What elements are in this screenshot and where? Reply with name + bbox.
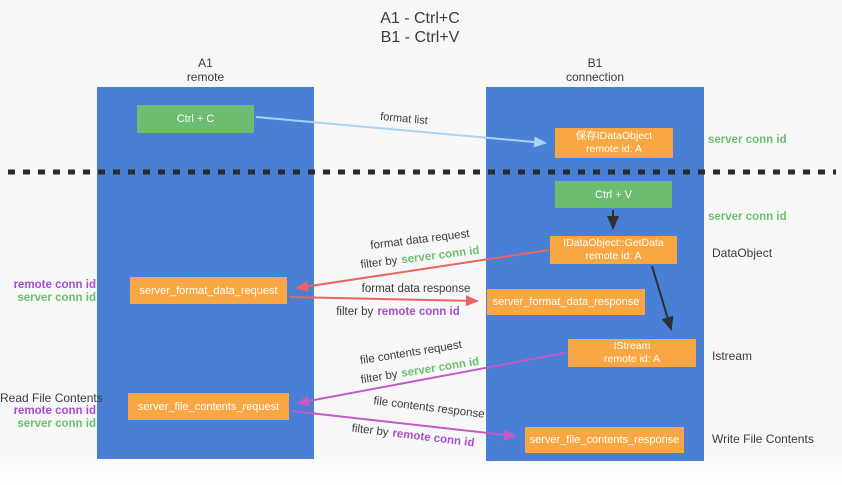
- server-file-contents-request-node: server_file_contents_request: [128, 393, 289, 420]
- server-conn-id-left-format: server conn id: [17, 292, 96, 304]
- title-line-2: B1 - Ctrl+V: [380, 29, 460, 46]
- server-file-contents-request-label: server_file_contents_request: [137, 400, 280, 413]
- lane-header-b1: B1 connection: [486, 56, 704, 84]
- format-data-response-arrow: [288, 295, 479, 307]
- filter-by-text: filter by: [359, 254, 399, 272]
- server-conn-id-right-mid: server conn id: [708, 211, 787, 223]
- save-dataobject-line2: remote id: A: [585, 143, 643, 155]
- save-dataobject-node: 保存IDataObject remote id: A: [555, 128, 673, 158]
- format-list-arrow-label: format list: [379, 110, 429, 128]
- filter-by-text: filter by: [350, 422, 390, 439]
- server-format-data-response-label: server_format_data_response: [492, 296, 640, 308]
- istream-side-label: Istream: [712, 349, 753, 363]
- server-format-data-request-node: server_format_data_request: [130, 277, 287, 304]
- write-file-contents-label: Write File Contents: [712, 432, 814, 446]
- format-conn-id-group: remote conn id server conn id: [0, 279, 96, 305]
- lane-a1-role: remote: [186, 70, 225, 84]
- server-format-data-request-label: server_format_data_request: [139, 284, 278, 297]
- file-contents-response-arrow-label: file contents response: [372, 395, 486, 421]
- filter-by-text: filter by: [336, 306, 374, 318]
- server-format-data-response-node: server_format_data_response: [487, 289, 645, 315]
- lane-a1-name: A1: [198, 56, 213, 70]
- getdata-line2: remote id: A: [585, 250, 642, 262]
- remote-conn-id-left-format: remote conn id: [13, 279, 96, 291]
- getdata-line1: IDataObject::GetData: [563, 237, 664, 249]
- server-conn-id-right-top: server conn id: [708, 134, 787, 146]
- lane-b1-name: B1: [587, 56, 603, 70]
- file-conn-id-group: Read File Contents remote conn id server…: [0, 391, 103, 431]
- server-conn-id-text: server conn id: [400, 244, 481, 267]
- ctrl-c-node: Ctrl + C: [137, 105, 254, 133]
- istream-node: IStream remote id: A: [568, 339, 696, 367]
- ctrl-v-label: Ctrl + V: [595, 188, 632, 201]
- remote-conn-id-text: remote conn id: [377, 306, 460, 318]
- ctrl-c-label: Ctrl + C: [176, 113, 215, 125]
- save-dataobject-line1: 保存IDataObject: [575, 130, 653, 142]
- format-data-response-arrow-label: format data response: [361, 283, 471, 295]
- server-conn-id-left-file: server conn id: [17, 418, 96, 430]
- dataobject-side-label: DataObject: [712, 246, 773, 260]
- title-line-1: A1 - Ctrl+C: [380, 10, 460, 27]
- remote-conn-id-text: remote conn id: [391, 427, 476, 450]
- read-file-contents-label: Read File Contents: [0, 391, 103, 405]
- filter-by-text: filter by: [359, 368, 399, 387]
- istream-line1: IStream: [613, 340, 651, 352]
- remote-conn-id-left-file: remote conn id: [13, 405, 96, 417]
- server-conn-id-text: server conn id: [400, 355, 481, 380]
- lane-header-a1: A1 remote: [97, 56, 314, 84]
- getdata-node: IDataObject::GetData remote id: A: [550, 236, 677, 264]
- diagram-title: A1 - Ctrl+C B1 - Ctrl+V: [300, 9, 540, 47]
- ctrl-v-node: Ctrl + V: [555, 181, 672, 208]
- server-file-contents-response-label: server_file_contents_response: [529, 434, 680, 446]
- lane-b1-role: connection: [565, 70, 625, 84]
- istream-line2: remote id: A: [603, 353, 661, 365]
- server-file-contents-response-node: server_file_contents_response: [525, 427, 684, 453]
